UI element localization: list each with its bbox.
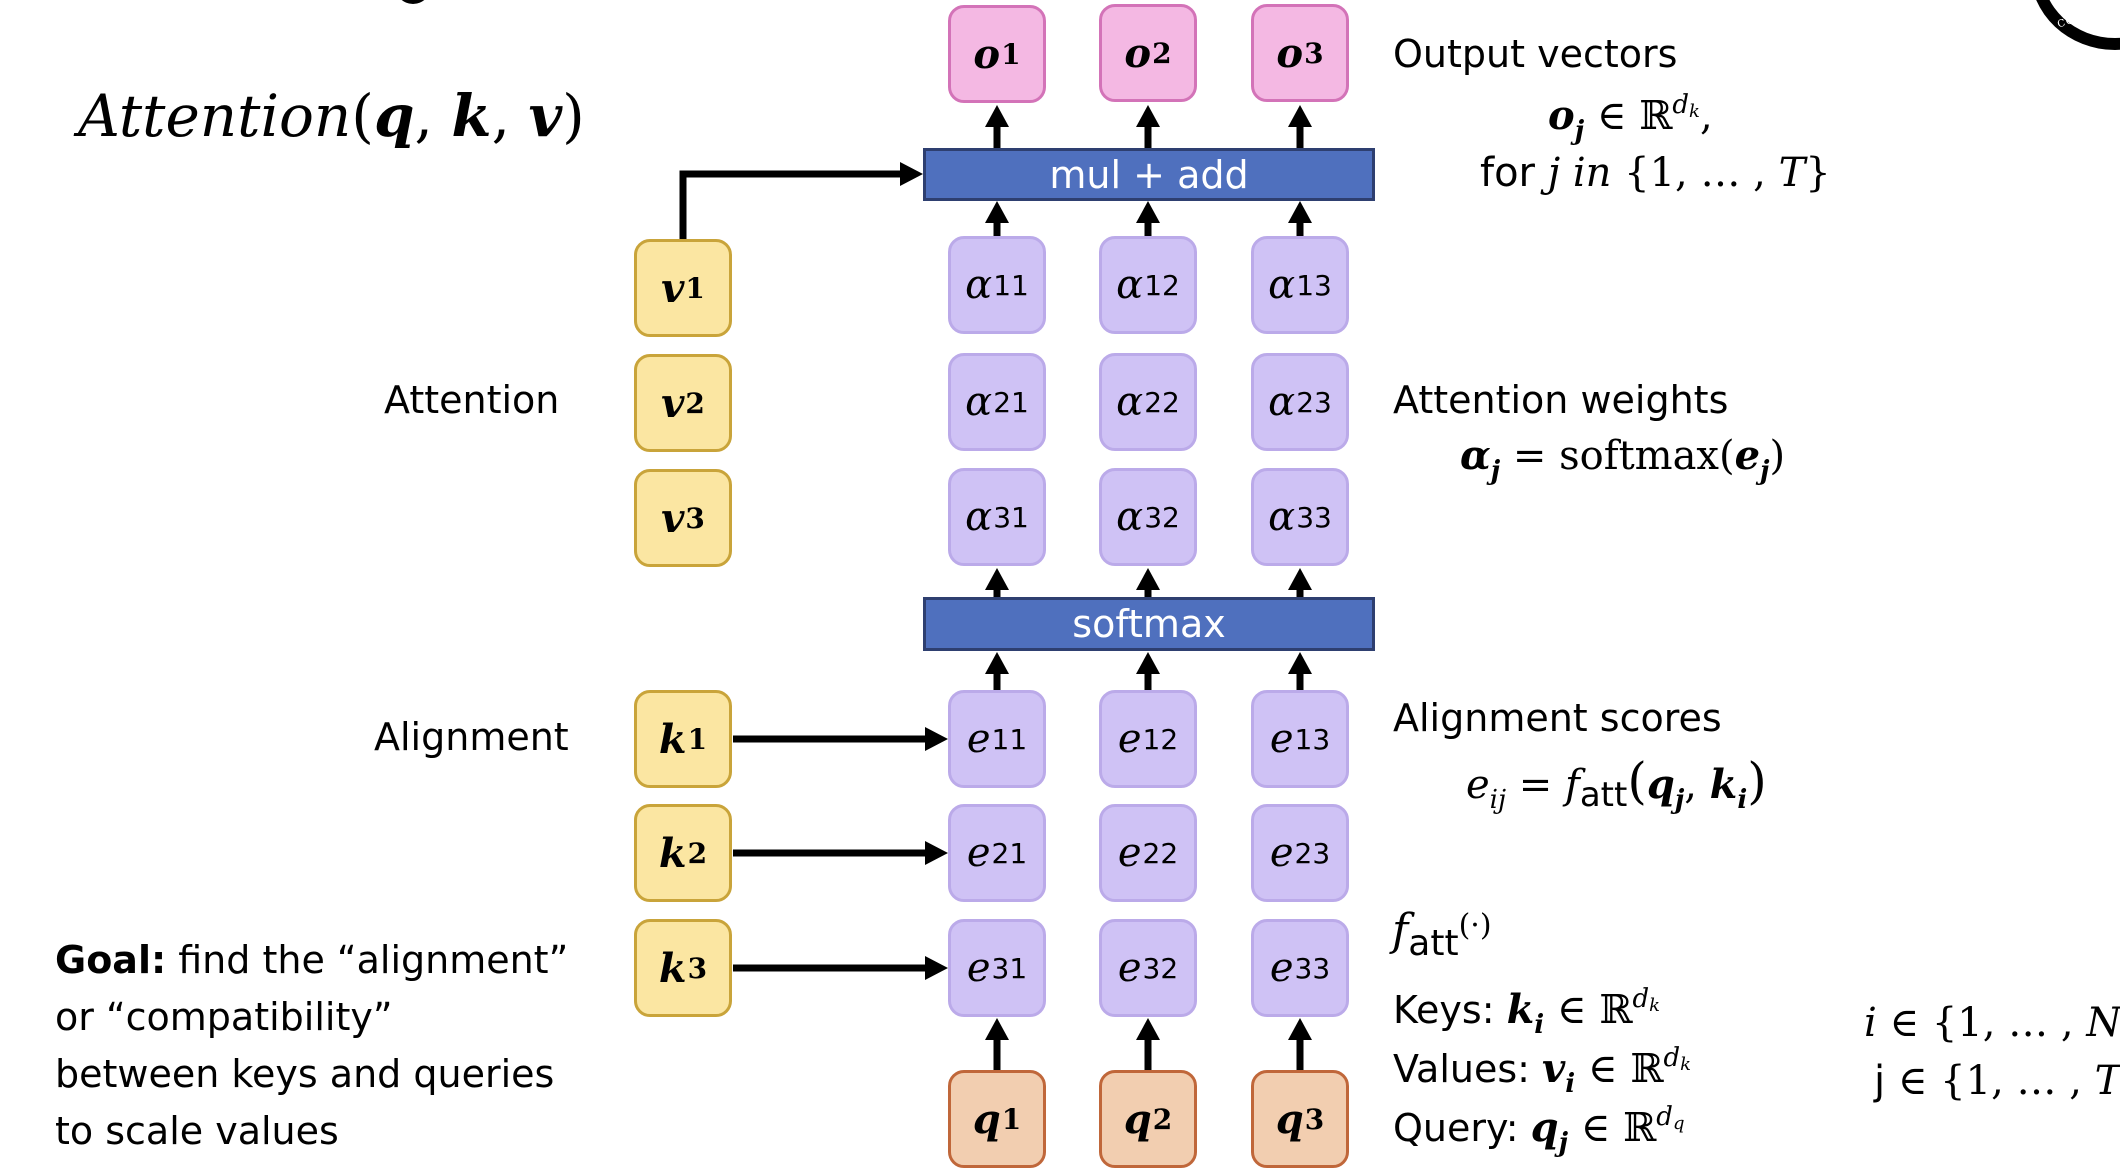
goal-bold: Goal: (55, 938, 167, 982)
keys-definition: Keys: ki ∈ ℝdk (1393, 984, 1661, 1040)
goal-line-3: between keys and queries (55, 1052, 555, 1096)
formula-arg-q: q (373, 82, 415, 150)
goal-line-1: Goal: find the “alignment” (55, 938, 569, 982)
key-to-score-arrowhead (925, 956, 948, 980)
weight-to-muladd-arrowhead (1136, 201, 1160, 223)
output-range-eq: for j in {1, … , T} (1480, 150, 1831, 196)
formula-arg-k: k (451, 82, 492, 150)
score-to-softmax-arrowhead (1136, 652, 1160, 674)
value-to-muladd-arrowhead (900, 162, 923, 186)
alignment-scores-eq: eij = fatt(qj, ki) (1466, 752, 1767, 815)
goal-line-4: to scale values (55, 1109, 339, 1153)
query-to-score-arrowhead (1136, 1018, 1160, 1040)
weight-to-muladd-arrowhead (1288, 201, 1312, 223)
attention-weights-eq: αj = softmax(ej) (1460, 432, 1786, 486)
output-vectors-title: Output vectors (1393, 32, 1678, 76)
goal-line-2: or “compatibility” (55, 995, 393, 1039)
score-to-softmax-arrowhead (1288, 652, 1312, 674)
values-definition: Values: vi ∈ ℝdk (1393, 1043, 1692, 1099)
mul-add-bar: mul + add (923, 148, 1375, 201)
score-to-softmax-arrowhead (985, 652, 1009, 674)
formula-fn: Attention (78, 82, 352, 150)
attention-label: Attention (384, 378, 560, 422)
attention-formula: Attention(q, k, v) (78, 82, 585, 150)
formula-arg-v: v (528, 82, 563, 150)
output-vectors-eq: oj ∈ ℝdk, (1548, 90, 1713, 146)
weight-to-muladd-arrowhead (985, 201, 1009, 223)
goal-text: Goal: find the “alignment” or “compatibi… (55, 932, 568, 1160)
softmax-bar: softmax (923, 597, 1375, 651)
muladd-to-output-arrowhead (985, 105, 1009, 127)
key-to-score-arrowhead (925, 841, 948, 865)
i-index-range: i ∈ {1, … , N} (1864, 1000, 2120, 1046)
value-to-muladd-arrow (679, 170, 905, 239)
alignment-label: Alignment (374, 715, 569, 759)
query-to-score-arrowhead (1288, 1018, 1312, 1040)
key-to-score-arrowhead (925, 727, 948, 751)
softmax-to-weight-arrowhead (1136, 568, 1160, 590)
softmax-to-weight-arrowhead (1288, 568, 1312, 590)
query-definition: Query: qj ∈ ℝdq (1393, 1102, 1685, 1158)
query-to-score-arrowhead (985, 1018, 1009, 1040)
softmax-to-weight-arrowhead (985, 568, 1009, 590)
j-index-range: j ∈ {1, … , T} (1874, 1058, 2120, 1104)
fatt-function: fatt(·) (1392, 905, 1492, 964)
muladd-to-output-arrowhead (1288, 105, 1312, 127)
attention-weights-title: Attention weights (1393, 378, 1729, 422)
alignment-scores-title: Alignment scores (1393, 696, 1722, 740)
cut-off-title-glyph (395, 0, 431, 4)
muladd-to-output-arrowhead (1136, 105, 1160, 127)
